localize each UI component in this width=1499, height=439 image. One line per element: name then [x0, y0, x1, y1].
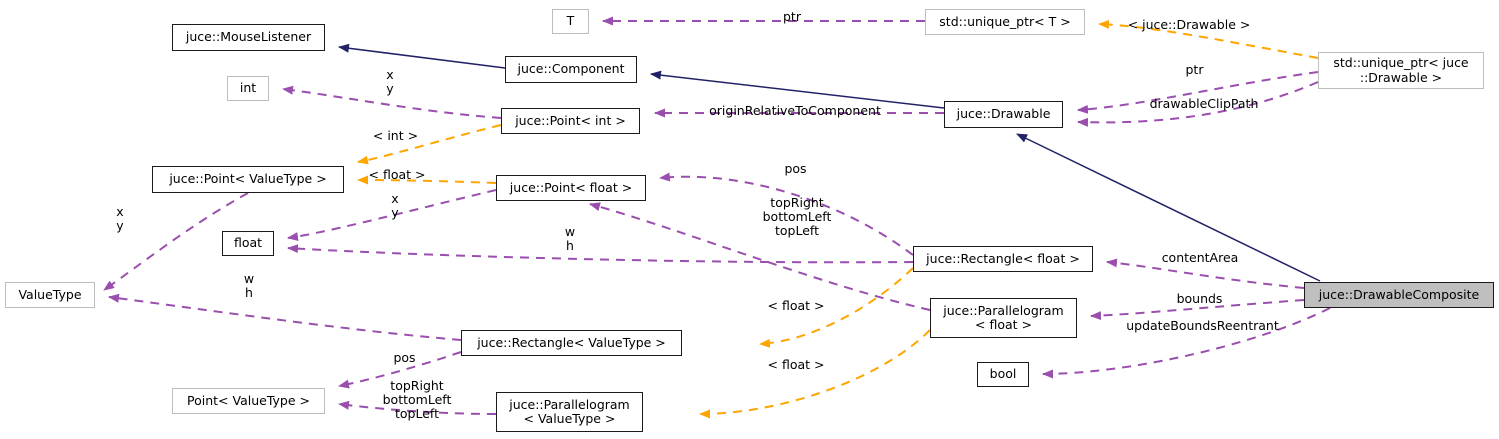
edge-drawablecomposite-to-parallelogramfloat: [1090, 299, 1305, 321]
node-valuetype[interactable]: ValueType: [5, 282, 95, 308]
edge-uniqueptrdrawable-to-drawable-ptr: [1077, 71, 1319, 114]
node-std-unique-ptr-juce-drawable[interactable]: std::unique_ptr< juce ::Drawable >: [1318, 52, 1484, 89]
node-juce-point-valuetype[interactable]: juce::Point< ValueType >: [152, 166, 344, 193]
edge-drawablecomposite-to-rectfloat: [1106, 258, 1305, 289]
node-bool[interactable]: bool: [977, 362, 1029, 387]
node-juce-drawablecomposite[interactable]: juce::DrawableComposite: [1304, 282, 1494, 308]
edge-rectvaluetype-to-pointvaluetypeplain: [338, 351, 462, 389]
node-juce-point-int[interactable]: juce::Point< int >: [501, 108, 640, 134]
node-float[interactable]: float: [222, 231, 274, 256]
inheritance-edges: [338, 43, 1321, 282]
template-edges: [357, 19, 1319, 419]
edge-pointvaluetype-to-valuetype: [103, 192, 249, 291]
node-juce-point-float[interactable]: juce::Point< float >: [496, 175, 646, 201]
edge-pointint-to-pointvaluetype: [357, 124, 502, 165]
edge-component-to-mouselistener: [338, 43, 506, 69]
edge-pointint-to-int: [282, 85, 502, 119]
node-juce-parallelogram-float[interactable]: juce::Parallelogram < float >: [930, 298, 1077, 338]
edge-parallelogramvaluetype-to-pointvaluetypeplain: [338, 400, 497, 415]
edge-parallelogramfloat-to-parallelogramvaluetype: [699, 329, 931, 419]
usage-edges: [103, 16, 1331, 415]
edge-uniqueptrdrawable-to-drawable-clip: [1077, 81, 1319, 127]
edge-rectfloat-to-rectvaluetype: [759, 267, 914, 348]
edge-rectvaluetype-to-valuetype: [108, 293, 462, 341]
node-juce-drawable[interactable]: juce::Drawable: [944, 101, 1063, 128]
node-t[interactable]: T: [552, 9, 589, 34]
edge-drawablecomposite-to-bool: [1042, 307, 1331, 379]
node-juce-rectangle-float[interactable]: juce::Rectangle< float >: [913, 246, 1093, 272]
node-int[interactable]: int: [227, 76, 269, 101]
edge-pointfloat-to-pointvaluetype: [357, 175, 497, 185]
edge-rectfloat-to-float: [287, 244, 914, 264]
node-point-valuetype[interactable]: Point< ValueType >: [172, 388, 325, 414]
edge-rectfloat-to-pointfloat: [659, 172, 914, 256]
edge-parallelogramfloat-to-pointfloat: [589, 202, 931, 311]
node-juce-rectangle-valuetype[interactable]: juce::Rectangle< ValueType >: [461, 330, 682, 356]
edge-uniqueptrdrawable-to-uniqueptrt: [1098, 19, 1319, 59]
edge-drawable-to-component: [650, 70, 945, 109]
node-juce-component[interactable]: juce::Component: [505, 56, 637, 83]
edge-drawablecomposite-to-drawable: [1016, 133, 1321, 282]
edge-pointfloat-to-float: [287, 189, 497, 242]
node-juce-parallelogram-valuetype[interactable]: juce::Parallelogram < ValueType >: [496, 392, 643, 432]
node-juce-mouselistener[interactable]: juce::MouseListener: [172, 24, 325, 51]
node-std-unique-ptr-t[interactable]: std::unique_ptr< T >: [925, 9, 1085, 35]
